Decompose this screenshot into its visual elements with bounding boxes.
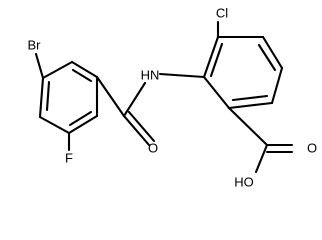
- c-br-bond: [34, 52, 45, 80]
- n-aryl-bond: [158, 72, 206, 79]
- carboxylic-acid-group: [254, 143, 294, 174]
- bromine-atom-label: Br: [28, 38, 42, 53]
- right-benzene-ring: [202, 35, 284, 110]
- ring-carboxyl-bond: [227, 106, 269, 147]
- fluorine-atom-label: F: [65, 151, 73, 166]
- chemical-structure-diagram: Br F HN O Cl O HO: [28, 6, 318, 190]
- acid-hydroxyl-label: HO: [234, 175, 254, 190]
- left-benzene-ring: [38, 60, 99, 135]
- amide-nitrogen-label: HN: [141, 68, 160, 83]
- chlorine-atom-label: Cl: [216, 6, 228, 21]
- acid-carbonyl-oxygen-label: O: [307, 141, 317, 156]
- amide-oxygen-label: O: [148, 141, 158, 156]
- amide-group: [95, 75, 156, 147]
